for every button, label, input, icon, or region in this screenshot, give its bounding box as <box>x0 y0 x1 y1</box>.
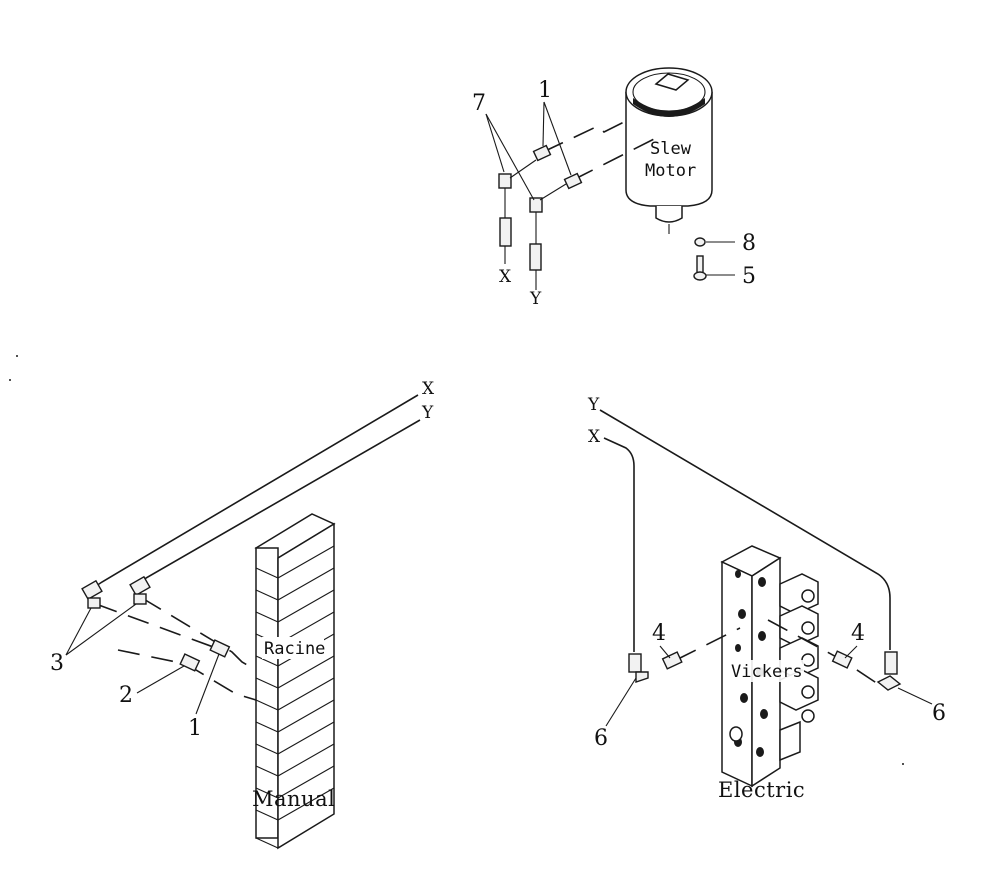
slew-adapter-lower-fitting <box>563 172 583 190</box>
slew-motor-assembly: Slew Motor X Y <box>472 67 756 309</box>
electric-caption: Electric <box>718 778 805 802</box>
slew-elbow-right <box>529 183 567 213</box>
electric-hose-y <box>599 409 891 650</box>
callout-2: 2 <box>119 683 133 708</box>
manual-caption: Manual <box>252 787 335 811</box>
racine-label: Racine <box>264 639 325 659</box>
manual-dash-bottom <box>117 649 257 701</box>
slew-motor: Slew Motor <box>625 67 713 234</box>
callout-1-manual: 1 <box>188 716 202 741</box>
electric-adapter-left <box>661 651 683 670</box>
manual-y-label: Y <box>421 403 434 423</box>
callout-7: 7 <box>472 91 486 116</box>
slew-motor-label-line2: Motor <box>645 161 696 181</box>
speck <box>902 763 904 765</box>
callout-6-right: 6 <box>932 701 946 726</box>
callout-5: 5 <box>742 264 756 289</box>
slew-y-label: Y <box>529 289 542 309</box>
manual-dash-upper <box>95 603 217 649</box>
electric-dash-left <box>675 627 741 661</box>
manual-adapter-fitting <box>209 639 231 658</box>
electric-adapter-right <box>831 650 853 669</box>
item-5-bolt <box>693 255 735 281</box>
slew-lower-hose <box>572 135 661 181</box>
manual-hose-x <box>89 394 419 591</box>
slew-upper-hose <box>542 117 633 153</box>
electric-assembly: Y X <box>587 395 946 802</box>
manual-dash-lower <box>141 597 257 671</box>
electric-hose-x <box>603 437 635 652</box>
electric-hose-end-y <box>876 651 902 691</box>
vickers-valve-block: Vickers <box>720 545 819 788</box>
manual-assembly: X Y Racine <box>50 379 435 850</box>
speck <box>16 355 18 357</box>
manual-tee-fitting <box>179 653 201 672</box>
callout-4-left: 4 <box>652 621 666 646</box>
vickers-label: Vickers <box>731 662 803 682</box>
slew-motor-label-line1: Slew <box>650 139 692 159</box>
slew-adapter-upper-fitting <box>532 144 552 162</box>
slew-elbow-left <box>498 159 537 189</box>
manual-x-label: X <box>422 379 435 399</box>
item-8-nut <box>694 237 735 247</box>
manual-elbow-y <box>129 575 151 605</box>
speck <box>9 379 11 381</box>
electric-hose-end-x <box>628 653 649 683</box>
racine-valve-stack: Racine <box>254 513 336 850</box>
electric-x-label: X <box>588 427 601 447</box>
callout-6-left: 6 <box>594 726 608 751</box>
slew-hose-end-x <box>499 188 512 264</box>
slew-x-label: X <box>499 267 512 287</box>
slew-hose-end-y <box>529 212 542 290</box>
callout-8: 8 <box>742 231 756 256</box>
manual-elbow-x <box>81 579 103 609</box>
callout-3: 3 <box>50 651 64 676</box>
callout-1-top: 1 <box>538 78 552 103</box>
callout-4-right: 4 <box>851 621 865 646</box>
electric-y-label: Y <box>587 395 600 415</box>
